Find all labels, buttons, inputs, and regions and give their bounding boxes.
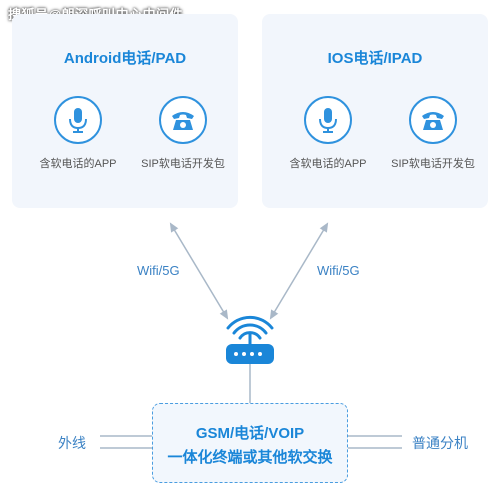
core-title: GSM/电话/VOIP — [195, 425, 305, 442]
android-sdk-label: SIP软电话开发包 — [141, 158, 225, 170]
ios-app-label: 含软电话的APP — [289, 158, 367, 170]
right-link-label: Wifi/5G — [317, 263, 360, 278]
ios-sdk-label: SIP软电话开发包 — [391, 158, 475, 170]
android-app-label: 含软电话的APP — [39, 158, 117, 170]
telephone-icon — [159, 96, 207, 144]
outer-line-label: 外线 — [58, 435, 86, 451]
left-connector-arrow — [169, 222, 229, 320]
microphone-icon — [54, 96, 102, 144]
core-switch-box: GSM/电话/VOIP 一体化终端或其他软交换 — [152, 403, 348, 483]
left-link-label: Wifi/5G — [137, 263, 180, 278]
ios-panel-title: IOS电话/IPAD — [327, 50, 423, 67]
microphone-icon — [304, 96, 352, 144]
core-subtitle: 一体化终端或其他软交换 — [167, 449, 333, 466]
right-connector-arrow — [269, 222, 329, 320]
android-panel-title: Android电话/PAD — [63, 50, 187, 67]
ios-panel: IOS电话/IPAD 含软电话的APP SIP软电话开发包 — [262, 14, 488, 208]
wifi-router-icon — [226, 315, 274, 364]
android-panel: Android电话/PAD 含软电话的APP SIP软电话开发包 — [12, 14, 238, 208]
telephone-icon — [409, 96, 457, 144]
extension-label: 普通分机 — [412, 435, 468, 451]
